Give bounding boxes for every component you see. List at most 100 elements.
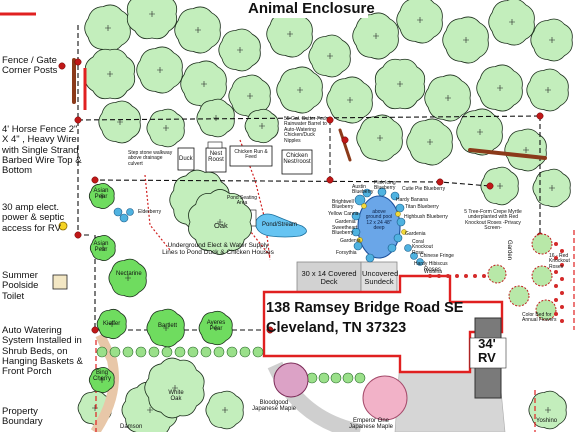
label-stepping-stone: Step stone walkway above drainage culver… bbox=[128, 150, 173, 167]
front-shrubs bbox=[96, 346, 366, 384]
fence-post-dot bbox=[536, 112, 544, 120]
blueberry-shrub bbox=[410, 252, 418, 260]
shrub-beds bbox=[113, 187, 424, 266]
label-toilet: Summer Poolside Toilet bbox=[2, 270, 39, 302]
label-chicken-nest: Chicken Nest/roost bbox=[283, 153, 311, 166]
front-shrub bbox=[187, 346, 199, 358]
background-tree bbox=[406, 118, 453, 166]
fence-post-dot bbox=[486, 182, 494, 190]
crepe-myrtle bbox=[531, 233, 553, 255]
front-shrub bbox=[135, 346, 147, 358]
label-nest-roost: Nest Roost bbox=[208, 151, 224, 164]
blueberry-shrub bbox=[113, 207, 123, 217]
blueberry-shrub bbox=[126, 208, 134, 216]
horse-fence-north bbox=[77, 115, 541, 121]
fence-posts bbox=[58, 58, 544, 334]
label-hardy-hibiscus: Hardy Hibiscus bbox=[414, 261, 448, 267]
label-damson: Damson bbox=[120, 424, 143, 430]
rv-label-box bbox=[469, 337, 507, 369]
nectarine-tree bbox=[108, 258, 147, 298]
ayeres-pear-tree bbox=[198, 310, 233, 346]
front-shrub bbox=[161, 346, 173, 358]
front-shrub bbox=[318, 372, 330, 384]
blueberry-shrub bbox=[353, 241, 363, 251]
front-shrub bbox=[342, 372, 354, 384]
crepe-myrtle bbox=[508, 285, 530, 307]
blueberry-shrub bbox=[396, 217, 406, 227]
supply-line-west bbox=[144, 174, 171, 251]
blueberry-shrub bbox=[362, 188, 372, 198]
label-horse-fence: 4' Horse Fence 2" X 4" , Heavy Wire with… bbox=[2, 124, 82, 176]
gate-log-east bbox=[468, 148, 547, 160]
page-title: Animal Enclosure bbox=[248, 0, 375, 17]
front-shrub bbox=[252, 346, 264, 358]
red-rose bbox=[560, 319, 564, 323]
label-emperor: Emperor One Japanese Maple bbox=[348, 418, 394, 431]
background-tree bbox=[442, 16, 489, 64]
front-shrub bbox=[96, 346, 108, 358]
red-rose bbox=[428, 274, 432, 278]
red-rose bbox=[554, 284, 558, 288]
label-chinese-fringe: Chinese Fringe bbox=[420, 253, 454, 259]
blueberry-shrub bbox=[365, 253, 375, 263]
background-tree bbox=[146, 108, 185, 148]
background-tree bbox=[488, 0, 535, 46]
label-duck: Duck bbox=[179, 156, 193, 162]
title-backdrop bbox=[242, 0, 368, 18]
poolside-toilet bbox=[52, 274, 68, 290]
background-tree bbox=[218, 28, 261, 72]
white-oak-tree bbox=[144, 357, 205, 419]
rv-label: 34' RV bbox=[478, 336, 496, 366]
label-chicken-run: Chicken Run & Feed bbox=[234, 149, 268, 161]
flower-shrub bbox=[395, 211, 401, 217]
red-rose bbox=[560, 263, 564, 267]
background-tree bbox=[424, 74, 471, 122]
pond-stream bbox=[254, 213, 307, 238]
flower-shrub bbox=[357, 237, 363, 243]
bing-cherry-tree bbox=[88, 367, 115, 393]
label-bloodgood: Bloodgood Japanese Maple bbox=[251, 400, 297, 413]
background-tree bbox=[396, 0, 443, 44]
red-rose bbox=[554, 242, 558, 246]
label-highbush: Highbush Blueberry bbox=[404, 214, 448, 220]
label-yellow-canna: Yellow Canna bbox=[328, 211, 359, 217]
chicken-run-shed bbox=[229, 145, 273, 167]
bartlett-tree bbox=[146, 308, 185, 348]
background-tree bbox=[276, 66, 323, 114]
label-red-knockout: 16 - Red Knockout Roses bbox=[549, 253, 570, 270]
label-asian-pear-1: Asian Pear bbox=[93, 188, 109, 201]
house-outline bbox=[262, 274, 504, 374]
rv-length: 34' bbox=[478, 336, 496, 351]
fence-post-dot bbox=[74, 116, 82, 124]
label-rain-barrel: 55 Gal. Gutter-Fed Rainwater Barrel to A… bbox=[284, 116, 327, 144]
label-gardenia-3: Gardenia bbox=[340, 238, 361, 244]
front-shrub bbox=[306, 372, 318, 384]
background-tree bbox=[205, 390, 244, 430]
background-tree bbox=[266, 10, 313, 58]
asian-pear-tree bbox=[88, 183, 115, 209]
background-tree bbox=[136, 46, 183, 94]
red-rose bbox=[482, 274, 486, 278]
above-ground-pool bbox=[357, 195, 401, 259]
red-rose bbox=[437, 274, 441, 278]
background-tree bbox=[476, 64, 523, 112]
front-shrub bbox=[148, 346, 160, 358]
red-rose bbox=[554, 270, 558, 274]
blueberry-shrub bbox=[119, 213, 129, 223]
label-ayeres-pear: Ayeres Pear bbox=[206, 320, 226, 333]
label-bing-cherry: Bing Cherry bbox=[92, 370, 111, 383]
label-nectarine: Nectarine bbox=[116, 271, 142, 277]
background-tree bbox=[352, 12, 399, 60]
background-tree-canopy bbox=[77, 0, 573, 432]
front-shrub bbox=[354, 372, 366, 384]
fence-post-dot bbox=[326, 176, 334, 184]
fence-post-dot bbox=[74, 58, 82, 66]
address-line-1: 138 Ramsey Bridge Road SE bbox=[266, 300, 464, 316]
blueberry-shrub bbox=[351, 227, 361, 237]
rv-text: RV bbox=[478, 350, 496, 366]
crepe-myrtle bbox=[531, 265, 553, 287]
background-tree bbox=[196, 98, 235, 138]
fence-post-dot bbox=[341, 136, 349, 144]
background-tree bbox=[308, 34, 351, 78]
label-wisteria: Wisteria bbox=[424, 269, 443, 275]
